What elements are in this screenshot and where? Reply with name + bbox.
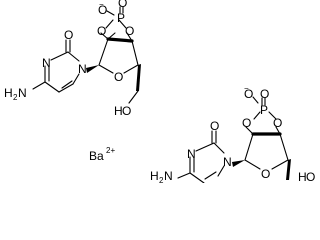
counterion-symbol: Ba <box>89 149 104 163</box>
amine-subscript: 2 <box>159 176 164 183</box>
phosphoryl-oxygen: O <box>260 87 269 101</box>
ester-oxygen-right: O <box>125 24 134 38</box>
ring-nitrogen-top: N <box>187 147 196 161</box>
ester-oxygen-right: O <box>273 116 282 130</box>
ester-oxygen-left: O <box>242 116 251 130</box>
oxide-oxygen: O <box>98 3 107 17</box>
oxide-charge: − <box>99 0 104 9</box>
ring-oxygen: O <box>114 70 123 84</box>
hydroxyl-o: O <box>122 104 131 118</box>
carbonyl-oxygen: O <box>64 28 73 42</box>
ring-oxygen: O <box>261 167 270 181</box>
ring-nitrogen-glycosidic: N <box>78 62 87 76</box>
phosphoryl-oxygen: O <box>118 0 127 10</box>
oxide-oxygen: O <box>244 87 253 101</box>
oxide-charge: − <box>244 84 249 93</box>
amine-n: N <box>164 169 173 183</box>
barium-counterion: Ba 2+ <box>89 146 115 163</box>
ring-nitrogen-glycosidic: N <box>223 155 232 169</box>
ester-oxygen-left: O <box>97 24 106 38</box>
hydroxyl-h: H <box>298 170 307 183</box>
phosphorus: P <box>260 103 268 117</box>
ring-nitrogen-top: N <box>42 56 51 70</box>
cytidine-cyclic-phosphate-1: O − P O O O O O N N H 2 N H O <box>4 0 141 118</box>
structure-diagram: O − P O O O O O N N H 2 N H O <box>4 0 315 183</box>
hydroxyl-h: H <box>114 104 123 118</box>
counterion-charge: 2+ <box>106 146 115 155</box>
cytidine-cyclic-phosphate-2: O − P O O O O O N N H 2 N H O <box>150 84 315 183</box>
phosphorus: P <box>117 11 125 25</box>
amine-n: N <box>18 86 27 100</box>
amine-h: H <box>4 86 13 100</box>
amine-subscript: 2 <box>13 93 18 102</box>
carbonyl-oxygen: O <box>210 119 219 133</box>
hydroxyl-o: O <box>306 170 315 183</box>
amine-h: H <box>150 169 159 183</box>
